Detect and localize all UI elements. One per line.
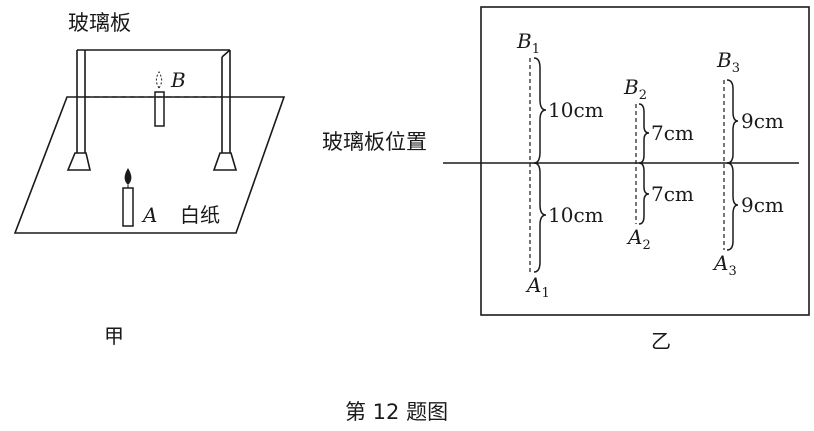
glass-label: 玻璃板 — [68, 11, 131, 35]
brace-lower-3 — [726, 162, 739, 251]
glass-plate — [66, 49, 238, 171]
candle-b — [154, 71, 165, 127]
label-b1: B1 — [516, 29, 540, 57]
brace-upper-2 — [638, 103, 650, 164]
paper-label: 白纸 — [180, 203, 220, 227]
distance-upper-2: 7cm — [651, 121, 694, 145]
brace-upper-3 — [726, 79, 739, 164]
pair-1: B1 A1 10cm 10cm — [516, 29, 604, 301]
brace-upper-1 — [533, 57, 547, 164]
label-a1: A1 — [525, 273, 550, 301]
glass-position-label: 玻璃板位置 — [322, 130, 427, 154]
label-b2: B2 — [623, 75, 647, 103]
brace-lower-2 — [638, 162, 650, 225]
brace-lower-1 — [533, 162, 547, 273]
caption-jia: 甲 — [104, 324, 124, 348]
label-a3: A3 — [712, 251, 737, 279]
candle-b-label: B — [170, 68, 186, 92]
figure-jia: 玻璃板 B A 白纸 甲 — [13, 11, 286, 348]
white-paper-top-view — [480, 6, 810, 316]
candle-a-label: A — [141, 203, 157, 227]
distance-lower-2: 7cm — [651, 182, 694, 206]
label-b3: B3 — [716, 48, 740, 76]
figure-yi: 玻璃板位置 B1 A1 10cm 10cm B2 A2 — [322, 6, 810, 353]
distance-lower-3: 9cm — [741, 193, 784, 217]
distance-lower-1: 10cm — [548, 203, 604, 227]
distance-upper-1: 10cm — [548, 98, 604, 122]
label-a2: A2 — [626, 225, 651, 253]
candle-a — [122, 168, 134, 227]
pair-3: B3 A3 9cm 9cm — [712, 48, 784, 279]
figure-caption: 第 12 题图 — [345, 400, 448, 424]
right-support — [212, 152, 238, 171]
distance-upper-3: 9cm — [741, 109, 784, 133]
left-support — [66, 152, 92, 171]
caption-yi: 乙 — [651, 329, 671, 353]
pair-2: B2 A2 7cm 7cm — [623, 75, 694, 253]
